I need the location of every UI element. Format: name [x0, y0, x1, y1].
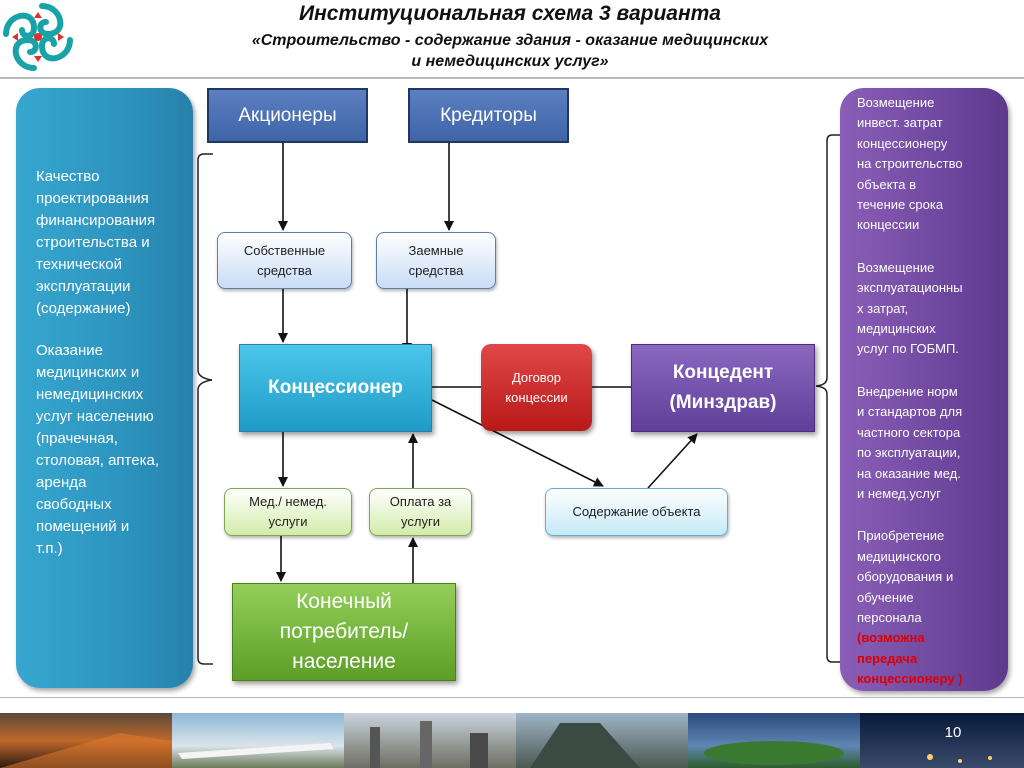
arrow-maintenance-to-grantor: [647, 433, 698, 489]
maintenance-box: Содержание объекта: [545, 488, 728, 536]
page-subtitle: «Строительство - содержание здания - ока…: [160, 30, 860, 72]
right-paragraph-transfer-note: (возможна передача концессионеру ): [857, 630, 963, 687]
left-paragraph-quality: Качество проектирования финансирования с…: [36, 168, 156, 317]
grantor-box: Концедент (Минздрав): [631, 344, 815, 432]
subtitle-line-1: «Строительство - содержание здания - ока…: [251, 32, 769, 49]
header-divider: [0, 77, 1024, 79]
page-number: 10: [944, 724, 962, 741]
payment-box: Оплата за услуги: [369, 488, 472, 536]
right-paragraph-equipment: Приобретение медицинского оборудования и…: [857, 528, 954, 625]
left-info-panel: [16, 88, 193, 688]
left-bracket: [197, 153, 213, 665]
concessioner-box: Концессионер: [239, 344, 432, 432]
subtitle-line-2: и немедицинских услуг»: [411, 53, 609, 70]
end-consumer-box: Конечный потребитель/ население: [232, 583, 456, 681]
own-funds-box: Собственные средства: [217, 232, 352, 289]
right-paragraph-operating: Возмещение эксплуатационны х затрат, мед…: [857, 259, 963, 357]
borrowed-funds-box: Заемные средства: [376, 232, 496, 289]
arrow-concessioner-to-maintenance: [431, 399, 604, 487]
right-paragraph-standards: Внедрение норм и стандартов для частного…: [857, 383, 963, 501]
med-services-box: Мед./ немед. услуги: [224, 488, 352, 536]
shareholders-box: Акционеры: [207, 88, 368, 143]
left-panel-text: Качество проектирования финансирования с…: [36, 166, 186, 560]
right-bracket: [815, 134, 840, 663]
right-info-panel: [840, 88, 1008, 691]
left-paragraph-services: Оказание медицинских и немедицинских усл…: [36, 342, 159, 557]
creditors-box: Кредиторы: [408, 88, 569, 143]
photo-strip-banner: [0, 713, 1024, 768]
right-paragraph-investment: Возмещение инвест. затрат концессионеру …: [857, 95, 963, 233]
footer-divider: [0, 697, 1024, 698]
right-panel-text: Возмещение инвест. затрат концессионеру …: [857, 93, 997, 690]
concession-contract-box: Договор концессии: [481, 344, 592, 431]
page-title: Институциональная схема 3 варианта: [299, 2, 721, 25]
ornament-logo: [0, 0, 76, 74]
